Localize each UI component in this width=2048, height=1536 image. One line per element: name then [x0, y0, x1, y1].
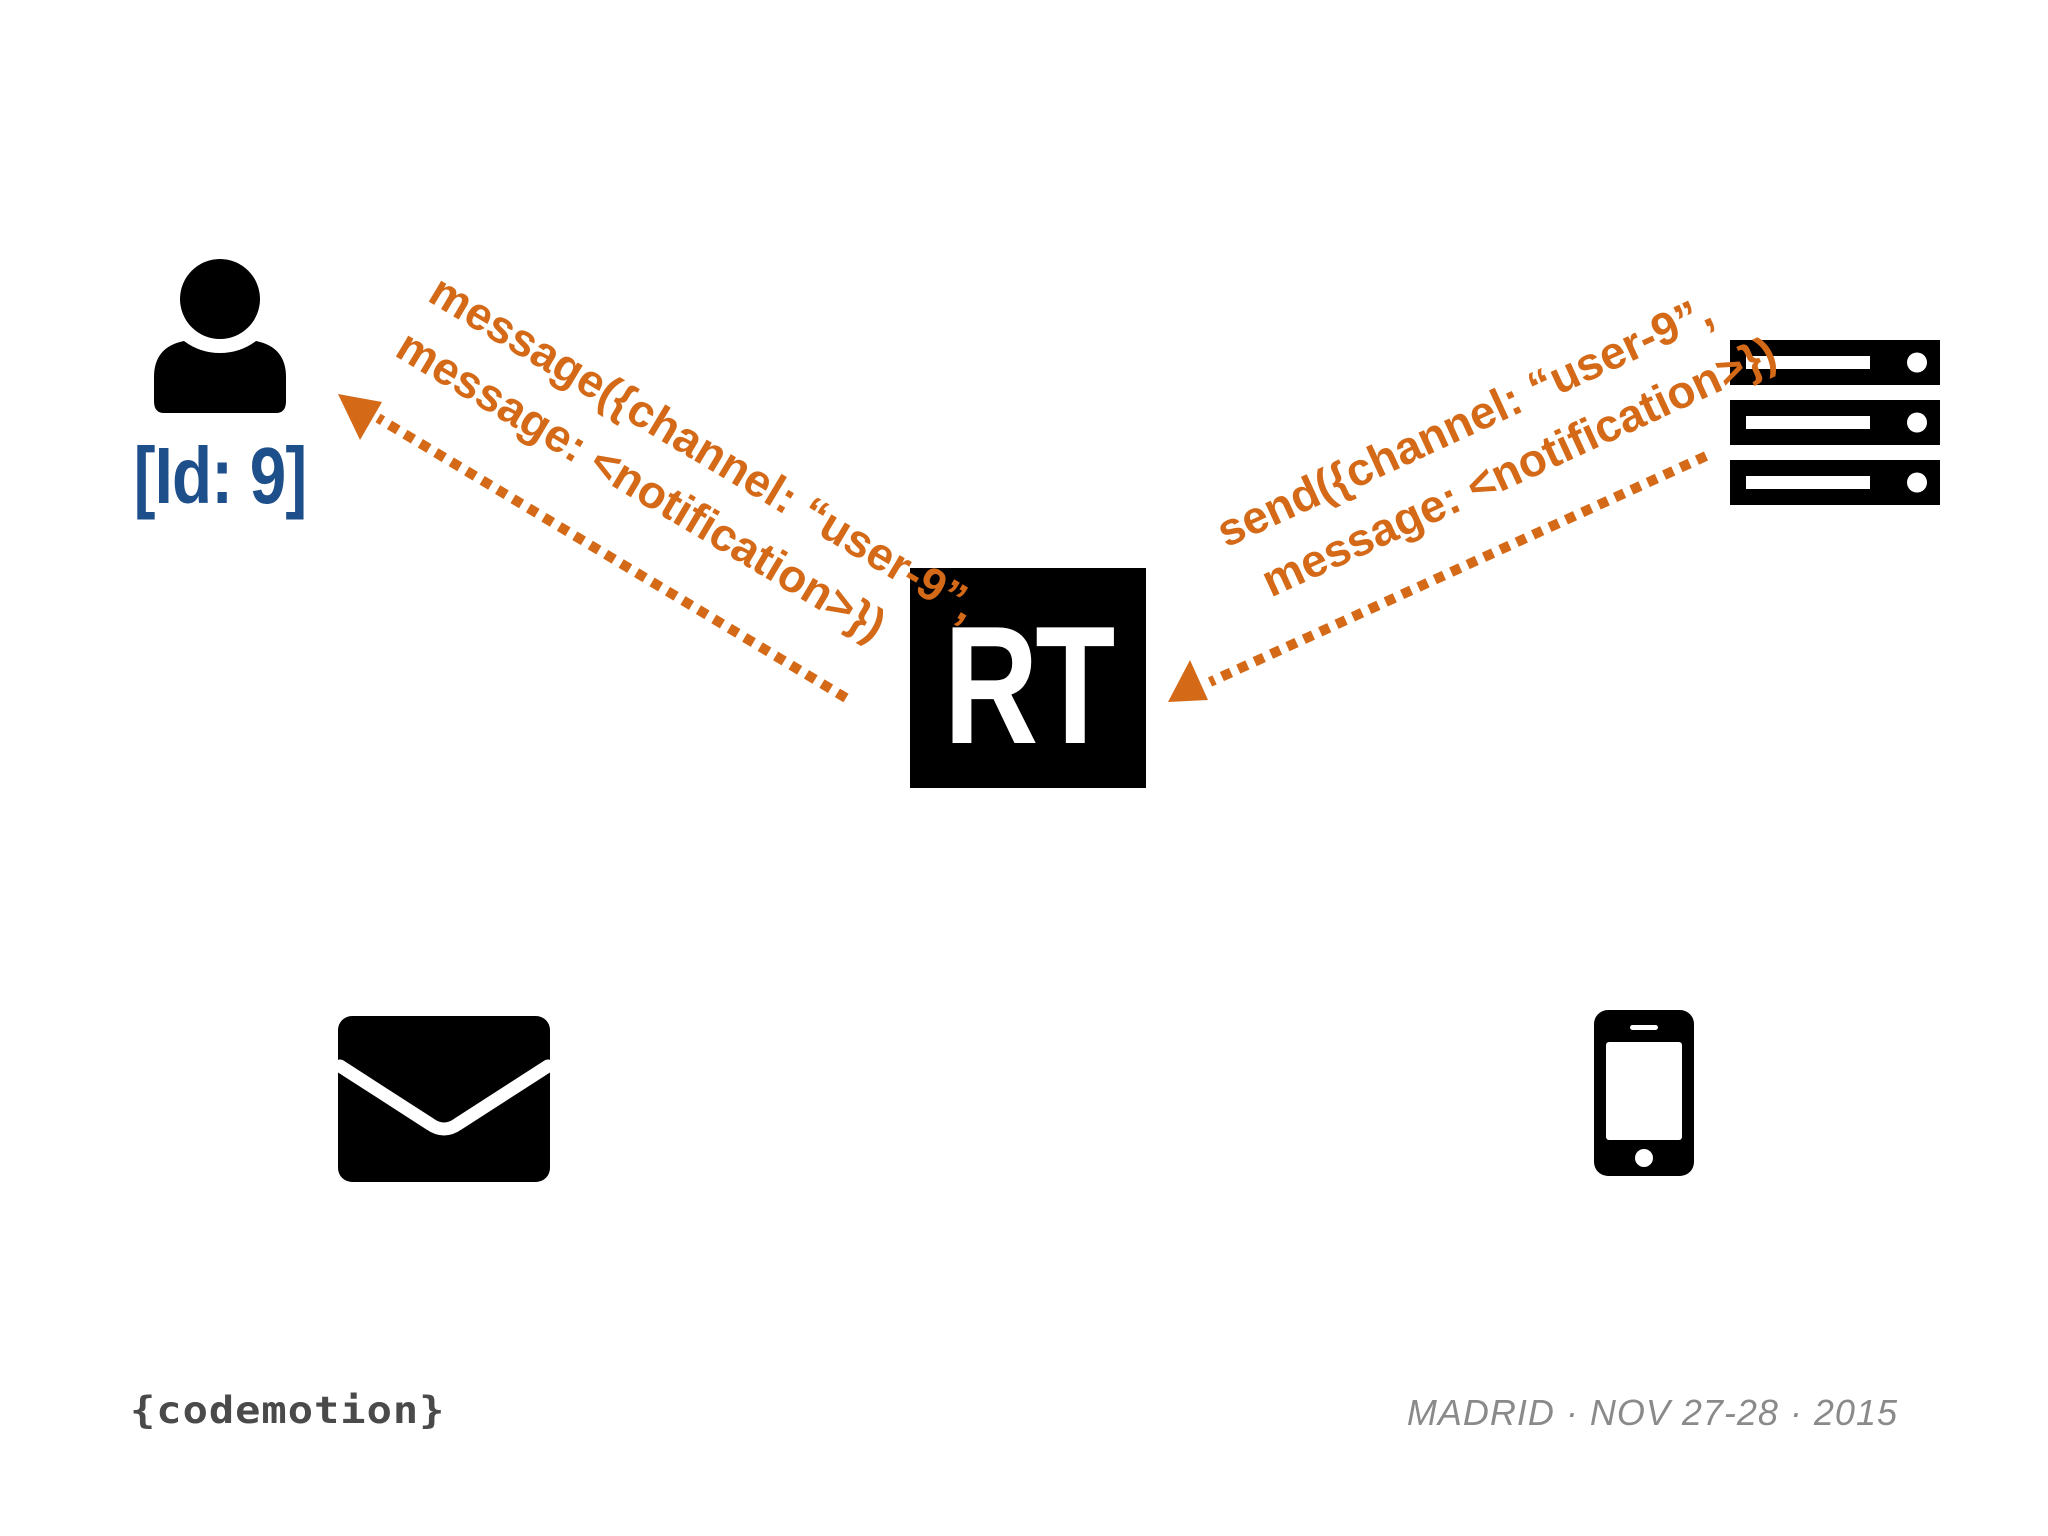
rt-hub-box: RT — [910, 568, 1146, 788]
smartphone-icon — [1594, 1010, 1694, 1176]
server-unit — [1730, 460, 1940, 505]
inbound-arrow — [1168, 451, 1709, 702]
server-rack-icon — [1730, 340, 1940, 505]
user-icon — [154, 259, 286, 413]
envelope-icon — [338, 1016, 550, 1182]
event-date-location: MADRID · NOV 27-28 · 2015 — [1406, 1392, 1898, 1433]
outbound-message-line2: message: <notification>}) — [388, 319, 895, 651]
inbound-message: send({channel: “user-9”, message: <notif… — [1208, 284, 1783, 606]
outbound-arrow — [338, 394, 849, 703]
outbound-message: message({channel: “user-9”, message: <no… — [388, 264, 987, 651]
codemotion-logo: {codemotion} — [130, 1388, 446, 1433]
user-id-label: [Id: 9] — [133, 431, 308, 520]
server-unit — [1730, 400, 1940, 445]
outbound-message-line1: message({channel: “user-9”, — [421, 264, 987, 632]
rt-hub-label: RT — [943, 591, 1116, 779]
server-unit — [1730, 340, 1940, 385]
